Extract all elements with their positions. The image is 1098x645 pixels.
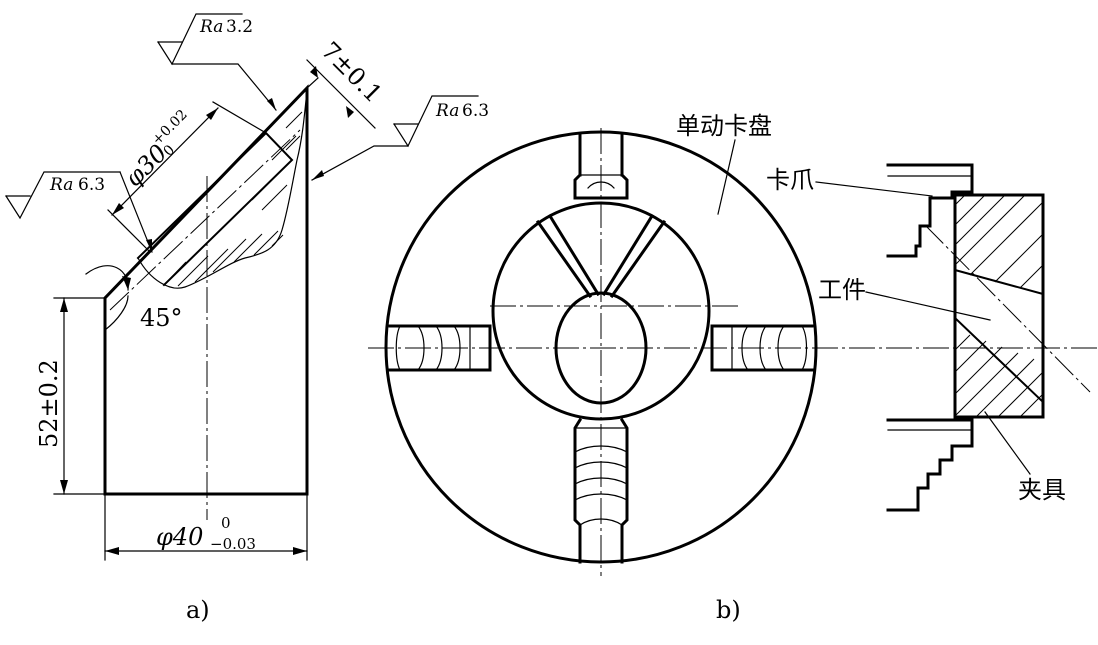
figure-b-section: 卡爪 工件 夹具 xyxy=(766,163,1091,512)
workpiece-top xyxy=(953,268,1045,296)
bore-ext-2 xyxy=(212,101,267,134)
svg-text:Ra: Ra xyxy=(435,101,459,121)
jaw-bottom xyxy=(573,417,629,564)
leader-workpiece xyxy=(865,291,991,321)
svg-text:φ40: φ40 xyxy=(156,523,203,551)
bore-ext-1 xyxy=(107,209,151,253)
svg-text:0: 0 xyxy=(221,514,231,532)
svg-text:3.2: 3.2 xyxy=(226,17,253,37)
arrow xyxy=(206,108,218,120)
arrow xyxy=(122,276,131,290)
label-fixture: 夹具 xyxy=(1018,476,1066,504)
bore-outline xyxy=(136,131,294,287)
figure-b-chuck: 单动卡盘 b) xyxy=(368,112,1098,624)
part-outline xyxy=(103,84,309,496)
leader-chuck xyxy=(717,139,736,215)
label-workpiece: 工件 xyxy=(818,276,866,304)
depth-ext xyxy=(306,77,319,89)
depth-dimension: 7±0.1 xyxy=(316,36,388,108)
leader-jaw xyxy=(815,181,933,197)
bore-dimension: φ30 +0.02 0 xyxy=(119,107,190,192)
roughness-symbol-1: Ra 3.2 xyxy=(157,13,277,111)
arrow xyxy=(293,547,307,555)
depth-dim-line xyxy=(306,59,376,129)
caption-a: a) xyxy=(186,596,210,624)
workpiece-face xyxy=(953,316,1045,404)
svg-text:6.3: 6.3 xyxy=(78,175,105,195)
section-break xyxy=(137,99,307,289)
svg-text:52±0.2: 52±0.2 xyxy=(35,359,63,448)
label-chuck: 单动卡盘 xyxy=(676,112,772,140)
svg-text:−0.03: −0.03 xyxy=(210,535,256,553)
upper-jaw xyxy=(886,163,974,258)
svg-text:Ra: Ra xyxy=(49,175,73,195)
fixture-disc xyxy=(491,201,711,421)
arrow xyxy=(310,66,318,78)
caption-b: b) xyxy=(716,596,741,624)
leader-fixture xyxy=(984,411,1031,475)
figure-a: φ30 +0.02 0 7±0.1 Ra 3.2 Ra 6.3 xyxy=(5,13,489,624)
arrow xyxy=(60,298,68,312)
arrow xyxy=(105,547,119,555)
roughness-symbol-3: Ra 6.3 xyxy=(5,171,153,253)
section-hatching-b xyxy=(954,194,1044,418)
arrow xyxy=(346,106,354,118)
fixture-block xyxy=(953,193,1045,419)
arrow xyxy=(112,203,124,215)
arrow xyxy=(60,480,68,494)
diameter-dimension: φ40 0 −0.03 xyxy=(156,514,256,553)
support-ribs xyxy=(535,213,667,299)
bore-centerline xyxy=(109,129,301,311)
angle-label: 45° xyxy=(140,304,183,332)
roughness-symbol-2: Ra 6.3 xyxy=(311,95,489,181)
lower-jaw xyxy=(886,418,974,512)
angle-arc-top xyxy=(85,265,129,291)
svg-text:7±0.1: 7±0.1 xyxy=(316,36,388,108)
label-jaw: 卡爪 xyxy=(766,166,814,194)
angle-arc-bottom xyxy=(104,295,129,331)
section-hatching xyxy=(163,111,303,287)
height-dimension: 52±0.2 xyxy=(35,359,63,448)
svg-text:6.3: 6.3 xyxy=(462,101,489,121)
inclined-centerline xyxy=(924,224,1091,393)
svg-text:Ra: Ra xyxy=(199,17,223,37)
